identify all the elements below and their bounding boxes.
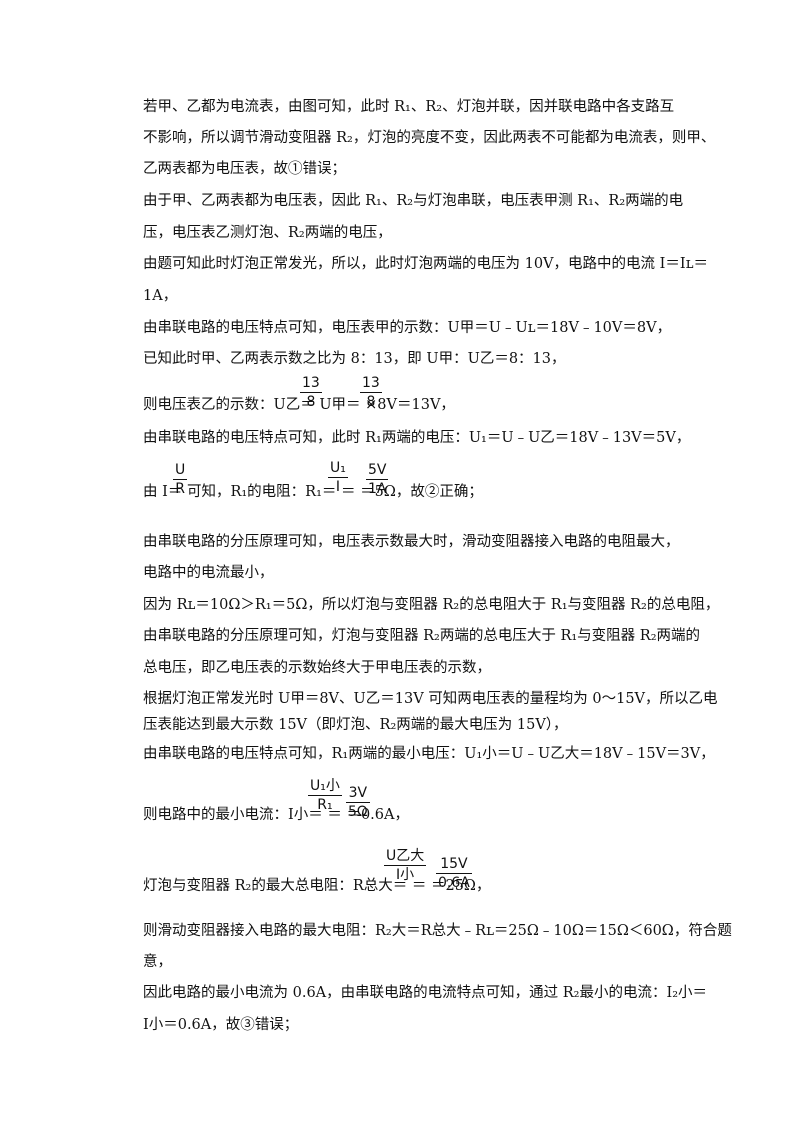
fraction-denominator: 8 <box>306 394 316 410</box>
text-line-22: 灯泡与变阻器 R₂的最大总电阻：R总大＝ ＝ ＝25Ω， <box>143 878 491 894</box>
fraction-numerator: U <box>175 462 186 478</box>
fraction-numerator: 13 <box>302 375 320 391</box>
fraction-bar <box>366 479 389 480</box>
text-line-25: 因此电路的最小电流为 0.6A，由串联电路的电流特点可知，通过 R₂最小的电流：… <box>143 985 708 1001</box>
text-line-18: 根据灯泡正常发光时 U甲＝8V、U乙＝13V 可知两电压表的量程均为 0～15V… <box>143 691 718 707</box>
fraction-bar <box>300 392 322 393</box>
fraction-denominator: R₁ <box>317 797 333 813</box>
text-line-12: 由 I＝ 可知，R₁的电阻：R₁＝ ＝ ＝5Ω，故②正确； <box>143 484 483 500</box>
text-line-7: 1A， <box>143 288 178 304</box>
fraction-numerator: U乙大 <box>386 848 425 864</box>
fraction-15v-over-0.6a: 15V 0.6A <box>436 856 472 891</box>
fraction-bar <box>328 477 348 478</box>
fraction-bar <box>308 795 342 796</box>
fraction-13-over-8-a: 13 8 <box>300 375 322 410</box>
text-line-24: 意， <box>143 954 172 970</box>
fraction-3v-over-5ohm: 3V 5Ω <box>346 785 370 820</box>
fraction-u1min-over-r1: U₁小 R₁ <box>308 778 342 813</box>
fraction-denominator: 8 <box>366 394 376 410</box>
fraction-denominator: I <box>335 479 340 495</box>
text-line-2: 不影响，所以调节滑动变阻器 R₂，灯泡的亮度不变，因此两表不可能都为电流表，则甲… <box>143 130 716 146</box>
text-line-14: 电路中的电流最小， <box>143 565 274 581</box>
fraction-bar <box>173 479 188 480</box>
fraction-numerator: 15V <box>440 856 468 872</box>
fraction-numerator: 3V <box>348 785 368 801</box>
fraction-denominator: 5Ω <box>348 804 368 820</box>
text-line-5: 压，电压表乙测灯泡、R₂两端的电压， <box>143 225 392 241</box>
text-line-21: 则电路中的最小电流：I小＝ ＝ ＝0.6A， <box>143 807 409 823</box>
text-line-6: 由题可知此时灯泡正常发光，所以，此时灯泡两端的电压为 10V，电路中的电流 I＝… <box>143 256 708 272</box>
text-line-3: 乙两表都为电压表，故①错误； <box>143 161 346 177</box>
text-line-11: 由串联电路的电压特点可知，此时 R₁两端的电压：U₁＝U﹣U乙＝18V﹣13V＝… <box>143 430 691 446</box>
fraction-u1-over-i: U₁ I <box>328 460 348 495</box>
text-line-20: 由串联电路的电压特点可知，R₁两端的最小电压：U₁小＝U﹣U乙大＝18V﹣15V… <box>143 746 715 762</box>
fraction-5v-over-1a: 5V 1A <box>366 462 389 497</box>
fraction-bar <box>436 873 472 874</box>
text-line-1: 若甲、乙都为电流表，由图可知，此时 R₁、R₂、灯泡并联，因并联电路中各支路互 <box>143 99 675 115</box>
text-line-23: 则滑动变阻器接入电路的最大电阻：R₂大＝R总大﹣Rʟ＝25Ω﹣10Ω＝15Ω＜6… <box>143 923 732 939</box>
fraction-bar <box>346 802 370 803</box>
fraction-numerator: 5V <box>368 462 387 478</box>
text-line-10: 则电压表乙的示数：U乙＝ U甲＝ ×8V＝13V， <box>143 397 455 413</box>
text-line-9: 已知此时甲、乙两表示数之比为 8：13，即 U甲：U乙＝8：13， <box>143 351 566 367</box>
text-line-8: 由串联电路的电压特点可知，电压表甲的示数：U甲＝U﹣Uʟ＝18V﹣10V＝8V， <box>143 320 672 336</box>
fraction-bar <box>384 865 427 866</box>
fraction-numerator: U₁小 <box>310 778 340 794</box>
fraction-u-over-r: U R <box>173 462 188 497</box>
text-line-19: 压表能达到最大示数 15V（即灯泡、R₂两端的最大电压为 15V）， <box>143 717 568 733</box>
fraction-bar <box>360 392 382 393</box>
text-line-16: 由串联电路的分压原理可知，灯泡与变阻器 R₂两端的总电压大于 R₁与变阻器 R₂… <box>143 628 701 644</box>
text-line-26: I小＝0.6A，故③错误； <box>143 1017 299 1033</box>
fraction-denominator: 0.6A <box>438 875 470 891</box>
fraction-denominator: 1A <box>368 481 387 497</box>
text-line-15: 因为 Rʟ＝10Ω＞R₁＝5Ω，所以灯泡与变阻器 R₂的总电阻大于 R₁与变阻器… <box>143 597 720 613</box>
fraction-13-over-8-b: 13 8 <box>360 375 382 410</box>
fraction-numerator: 13 <box>362 375 380 391</box>
text-line-13: 由串联电路的分压原理可知，电压表示数最大时，滑动变阻器接入电路的电阻最大， <box>143 534 680 550</box>
text-line-4: 由于甲、乙两表都为电压表，因此 R₁、R₂与灯泡串联，电压表甲测 R₁、R₂两端… <box>143 193 684 209</box>
fraction-denominator: R <box>175 481 185 497</box>
fraction-uyimax-over-imin: U乙大 I小 <box>384 848 427 883</box>
fraction-numerator: U₁ <box>330 460 346 476</box>
fraction-denominator: I小 <box>396 867 415 883</box>
text-line-17: 总电压，即乙电压表的示数始终大于甲电压表的示数， <box>143 660 491 676</box>
